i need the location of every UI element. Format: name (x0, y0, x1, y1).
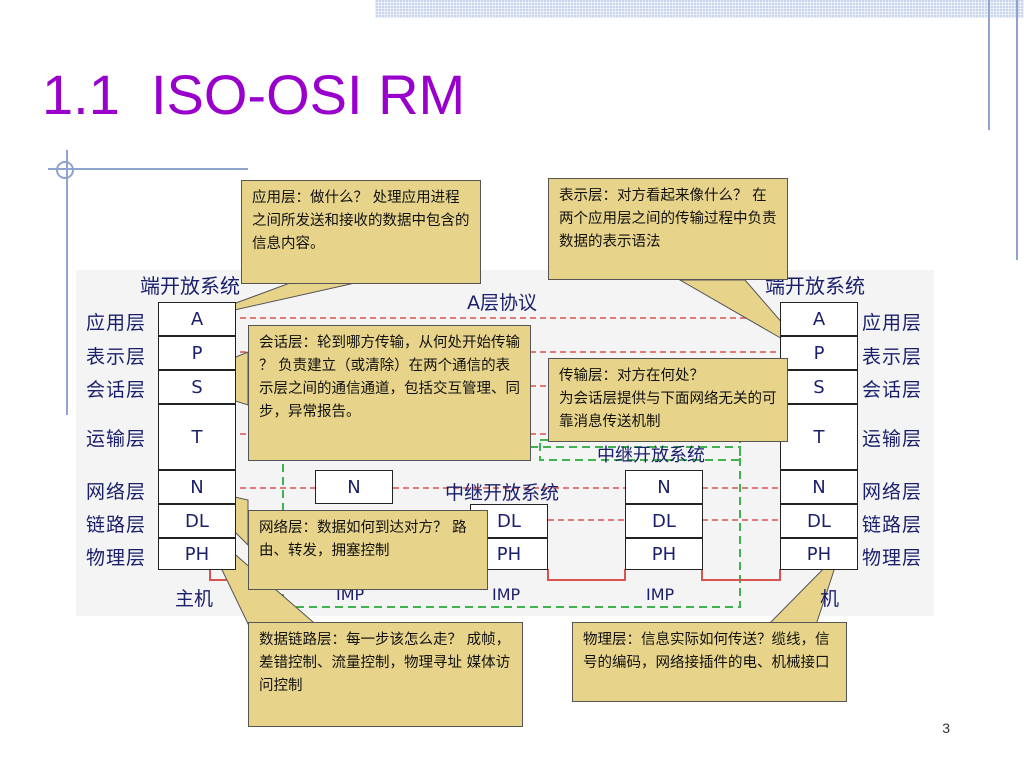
callout-application: 应用层：做什么？ 处理应用进程之间所发送和接收的数据中包含的信息内容。 (241, 180, 481, 284)
left-layer-label: 会话层 (86, 379, 147, 401)
decor-circle (56, 161, 74, 179)
right-cell-s: S (780, 370, 858, 404)
left-layer-label: 物理层 (86, 547, 147, 569)
relay-system-label-1: 中继开放系统 (597, 445, 705, 466)
right-cell-n: N (780, 470, 858, 504)
right-cell-dl: DL (780, 504, 858, 538)
page-number: 3 (942, 720, 950, 736)
decor-hline-title (48, 168, 248, 170)
left-cell-a: A (158, 302, 236, 336)
relay2-cell-ph: PH (625, 538, 703, 570)
right-layer-label: 会话层 (862, 379, 923, 401)
left-cell-p: P (158, 336, 236, 370)
left-cell-t: T (158, 404, 236, 470)
left-layer-label: 表示层 (86, 346, 147, 368)
right-layer-label: 运输层 (862, 428, 923, 450)
header-band (375, 0, 1024, 18)
slide-title: 1.1 ISO-OSI RM (42, 63, 466, 126)
decor-vline-right (988, 0, 990, 130)
left-layer-label: 运输层 (86, 428, 147, 450)
relay2-cell-n: N (625, 470, 703, 504)
imp-label: IMP (492, 585, 521, 604)
right-cell-ph: PH (780, 538, 858, 570)
relay1-cell-n: N (315, 470, 393, 504)
left-cell-s: S (158, 370, 236, 404)
left-cell-dl: DL (158, 504, 236, 538)
left-layer-label: 网络层 (86, 481, 147, 503)
right-cell-p: P (780, 336, 858, 370)
right-layer-label: 网络层 (862, 481, 923, 503)
left-system-title: 端开放系统 (140, 274, 240, 298)
decor-vline-left (66, 150, 68, 415)
right-layer-label: 链路层 (862, 514, 923, 536)
callout-datalink: 数据链路层：每一步该怎么走？ 成帧，差错控制、流量控制，物理寻址 媒体访问控制 (248, 622, 523, 727)
callout-network: 网络层：数据如何到达对方？ 路由、转发，拥塞控制 (248, 510, 488, 590)
right-layer-label: 表示层 (862, 346, 923, 368)
imp-label: IMP (646, 585, 675, 604)
protocol-label: A层协议 (467, 292, 537, 314)
left-layer-label: 链路层 (86, 514, 147, 536)
left-cell-ph: PH (158, 538, 236, 570)
decor-vline-right-2 (1016, 0, 1018, 260)
right-cell-t: T (780, 404, 858, 470)
relay-system-label-2: 中继开放系统 (445, 482, 560, 504)
left-cell-n: N (158, 470, 236, 504)
left-layer-label: 应用层 (86, 312, 147, 334)
host-label-right: 机 (820, 588, 840, 610)
host-label-left: 主机 (175, 588, 214, 610)
right-cell-a: A (780, 302, 858, 336)
relay2-cell-dl: DL (625, 504, 703, 538)
callout-presentation: 表示层：对方看起来像什么？ 在两个应用层之间的传输过程中负责数据的表示语法 (548, 178, 788, 280)
right-layer-label: 应用层 (862, 312, 923, 334)
callout-transport: 传输层：对方在何处？ 为会话层提供与下面网络无关的可靠消息传送机制 (548, 358, 788, 442)
callout-physical: 物理层：信息实际如何传送？缆线，信号的编码，网络接插件的电、机械接口 (572, 622, 847, 702)
callout-session: 会话层：轮到哪方传输，从何处开始传输 ？ 负责建立（或清除）在两个通信的表示层之… (248, 325, 531, 461)
right-layer-label: 物理层 (862, 547, 923, 569)
